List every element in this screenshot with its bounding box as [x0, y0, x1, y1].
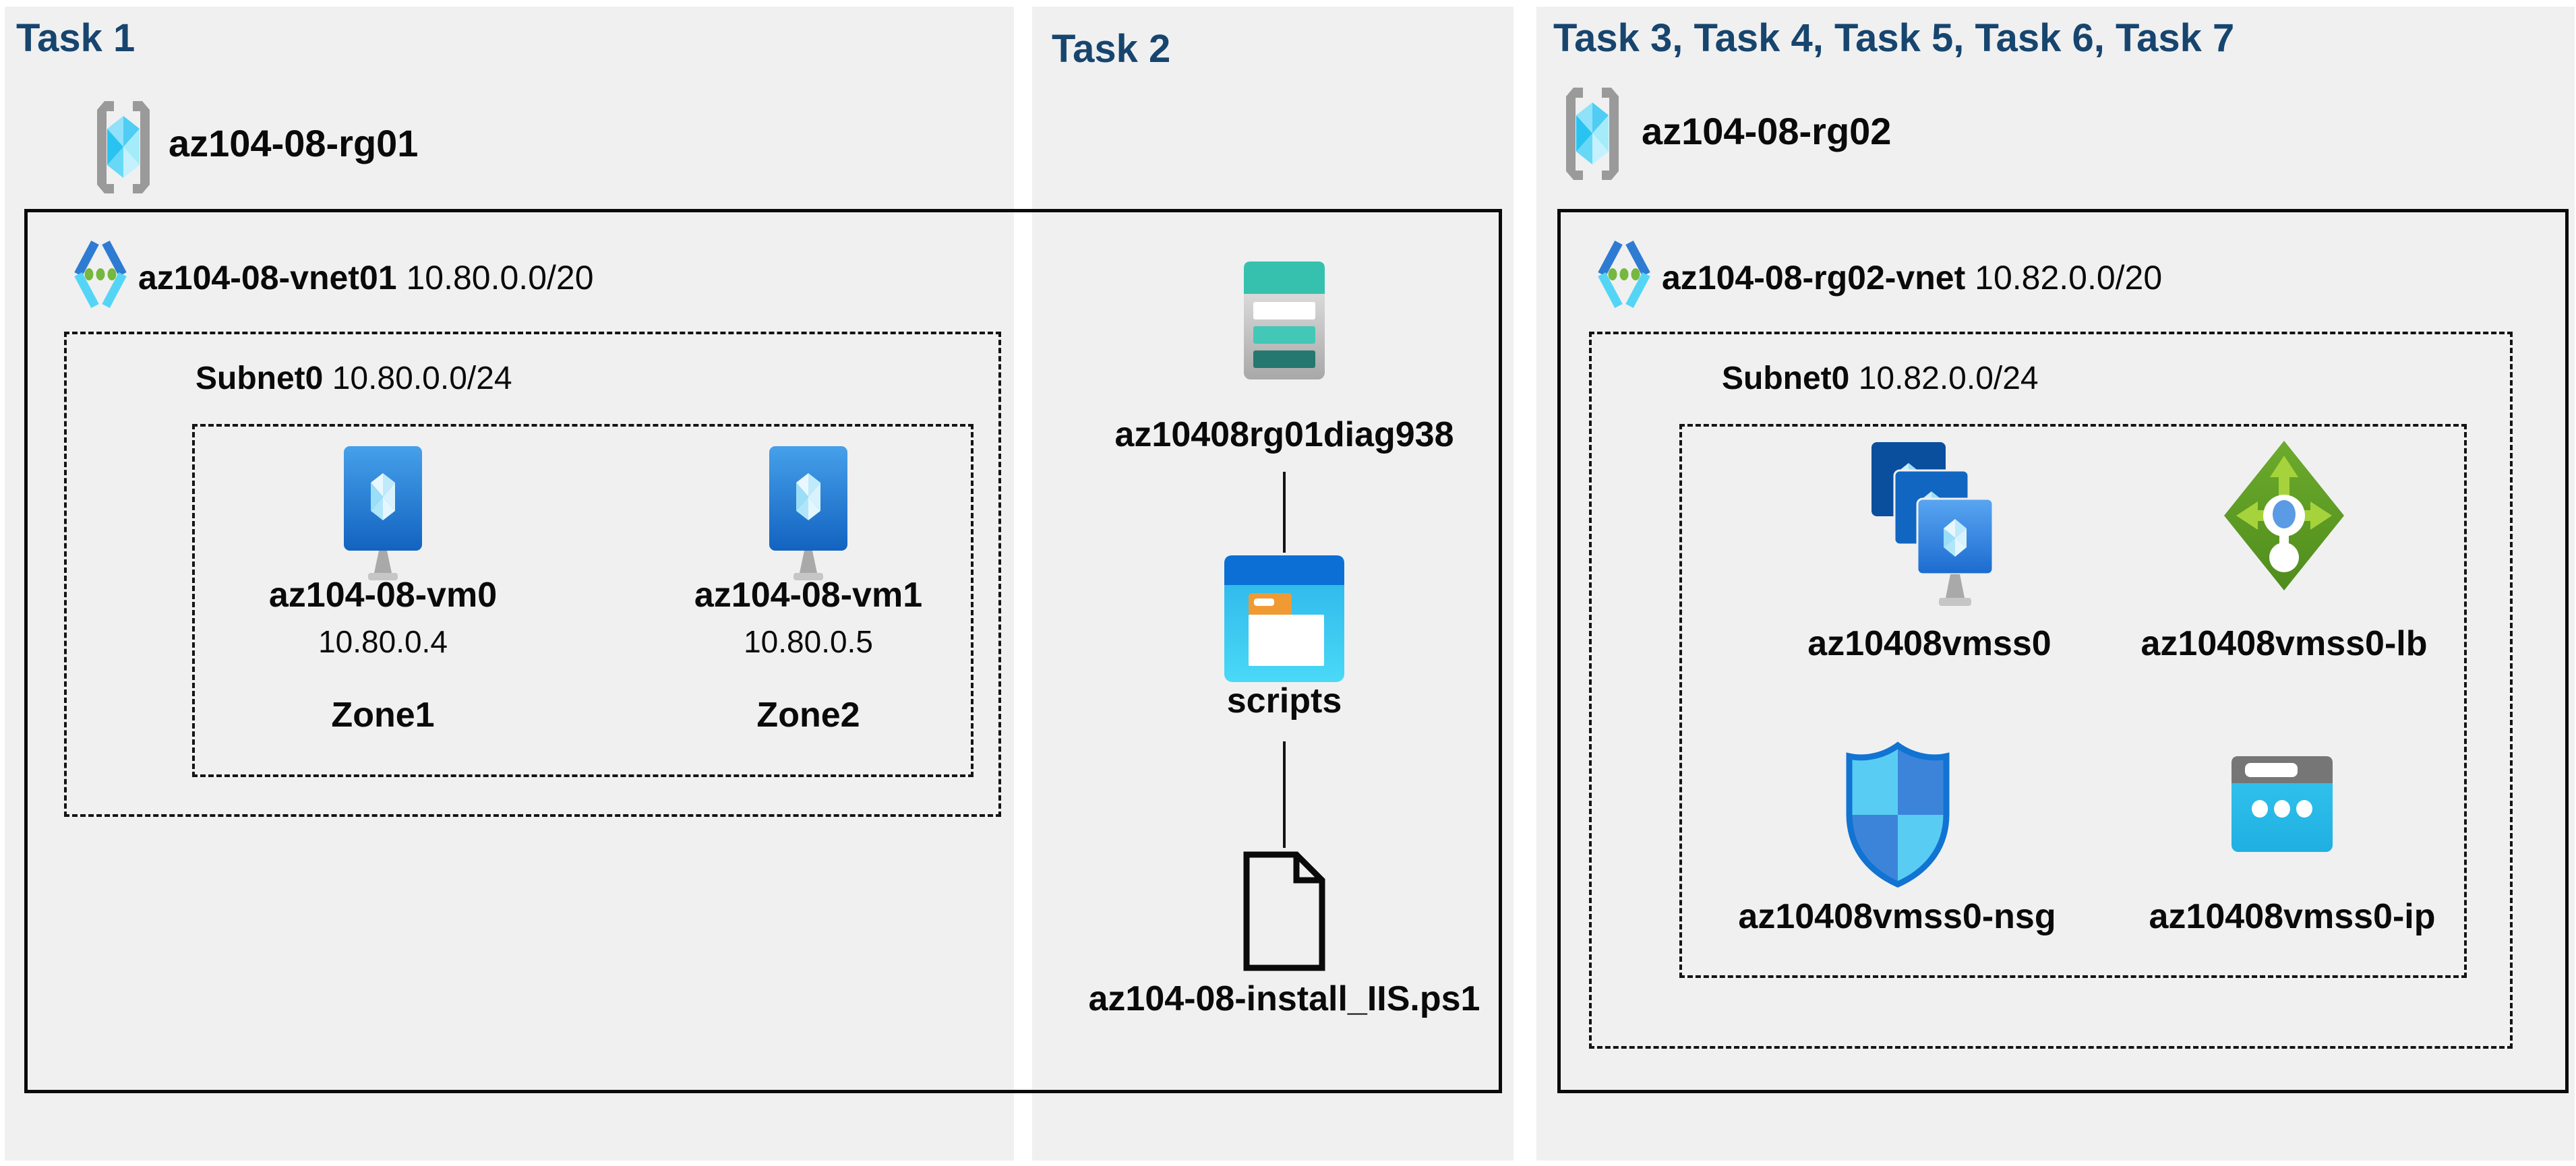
storage-account-label: az10408rg01diag938 [1114, 415, 1454, 454]
load-balancer-icon [2224, 441, 2344, 590]
task1-title: Task 1 [16, 16, 136, 60]
connector-line [1283, 741, 1286, 848]
vm-ip: 10.80.0.5 [744, 624, 873, 659]
vnet1-cidr: 10.80.0.0/20 [406, 259, 594, 297]
vnet1-name: az104-08-vnet01 [138, 259, 397, 297]
subnet2-name: Subnet0 [1722, 361, 1850, 396]
load-balancer-label: az10408vmss0-lb [2140, 624, 2428, 663]
subnet2-cidr: 10.82.0.0/24 [1858, 361, 2039, 396]
nsg-icon [1846, 741, 1950, 888]
resource-group-icon [1566, 88, 1619, 180]
vnet1-label: az104-08-vnet01 10.80.0.0/20 [138, 261, 594, 295]
vmss-label: az10408vmss0 [1807, 624, 2051, 663]
container-label: scripts [1226, 681, 1342, 720]
subnet1-cidr: 10.80.0.0/24 [332, 361, 512, 396]
virtual-network-icon [74, 240, 127, 309]
task2-title: Task 2 [1052, 27, 1171, 71]
subnet1-box [64, 332, 1001, 817]
public-ip-label: az10408vmss0-ip [2149, 897, 2436, 936]
task3-panel [1536, 7, 2575, 1161]
subnet1-name: Subnet0 [196, 361, 324, 396]
availability-zones-box [192, 424, 974, 777]
vmss-icon [1871, 442, 1994, 606]
connector-line [1283, 472, 1286, 553]
subnet2-label: Subnet0 10.82.0.0/24 [1722, 363, 2039, 395]
vnet2-name: az104-08-rg02-vnet [1662, 259, 1966, 297]
virtual-network-icon [1598, 240, 1650, 309]
task1-panel [5, 7, 1014, 1161]
resource-group-label: az104-08-rg01 [169, 122, 419, 164]
vm-name: az104-08-vm1 [694, 576, 923, 615]
vnet2-cidr: 10.82.0.0/20 [1975, 259, 2163, 297]
storage-account-icon [1244, 262, 1325, 379]
subnet1-label: Subnet0 10.80.0.0/24 [196, 363, 512, 395]
script-file-label: az104-08-install_IIS.ps1 [1088, 979, 1480, 1018]
blob-container-icon [1224, 555, 1344, 682]
vm-zone: Zone1 [331, 696, 435, 735]
file-icon [1243, 851, 1325, 971]
vnet2-box [1557, 209, 2569, 1093]
vnet2-label: az104-08-rg02-vnet 10.82.0.0/20 [1662, 261, 2162, 295]
task3-title: Task 3, Task 4, Task 5, Task 6, Task 7 [1553, 16, 2235, 60]
vnet1-box [24, 209, 1502, 1093]
virtual-machine-icon [769, 446, 847, 580]
virtual-machine-icon [344, 446, 422, 580]
vmss-resources-box [1679, 424, 2467, 978]
vm-ip: 10.80.0.4 [318, 624, 448, 659]
public-ip-icon [2231, 756, 2333, 852]
vm-name: az104-08-vm0 [268, 576, 498, 615]
resource-group-icon [97, 101, 150, 193]
vm-zone: Zone2 [756, 696, 860, 735]
subnet2-box [1589, 332, 2513, 1049]
resource-group-label: az104-08-rg02 [1642, 110, 1892, 152]
nsg-label: az10408vmss0-nsg [1738, 897, 2056, 936]
